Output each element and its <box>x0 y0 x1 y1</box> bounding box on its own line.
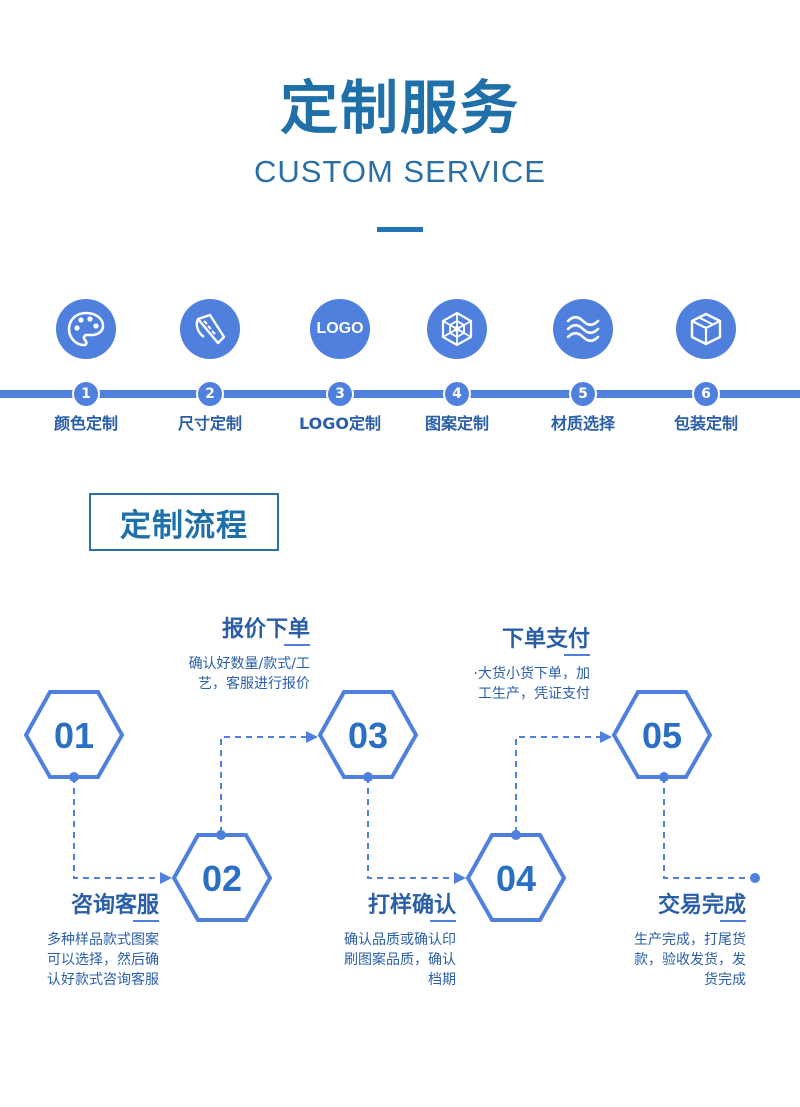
step-desc-03: 确认品质或确认印 刷图案品质，确认 档期 <box>344 932 456 988</box>
box-icon <box>676 299 736 359</box>
step-04-text: 下单支付 ·大货小货下单，加 工生产，凭证支付 <box>474 626 590 704</box>
flow-connectors <box>73 736 752 879</box>
pattern-icon <box>427 299 487 359</box>
step-02-text: 报价下单 确认好数量/款式/工 艺，客服进行报价 <box>189 616 310 694</box>
service-number-1: 1 <box>74 382 98 406</box>
arrow-to-05 <box>600 731 612 743</box>
step-number-03: 03 <box>348 715 388 756</box>
step-title-02: 报价下单 <box>221 617 310 642</box>
step-number-04: 04 <box>496 858 536 899</box>
arrow-to-04 <box>454 872 466 884</box>
service-label-4: 图案定制 <box>424 414 489 433</box>
logo-text-icon: LOGO <box>310 299 370 359</box>
hex-02-dot <box>216 830 226 840</box>
step-title-05: 交易完成 <box>657 893 746 918</box>
flow-end-dot <box>750 873 760 883</box>
hex-01-dot <box>69 772 79 782</box>
service-label-6: 包装定制 <box>673 414 738 433</box>
hex-04-dot <box>511 830 521 840</box>
step-title-01: 咨询客服 <box>70 893 159 918</box>
step-05-text: 交易完成 生产完成，打尾货 款，验收发货，发 货完成 <box>634 892 746 990</box>
step-number-05: 05 <box>642 715 682 756</box>
step-desc-02: 确认好数量/款式/工 艺，客服进行报价 <box>188 656 310 692</box>
step-title-underline-02 <box>284 644 310 646</box>
service-number-4: 4 <box>445 382 469 406</box>
palette-icon <box>56 299 116 359</box>
logo-icon-text: LOGO <box>316 320 364 337</box>
step-03-text: 打样确认 确认品质或确认印 刷图案品质，确认 档期 <box>344 892 456 990</box>
waves-icon <box>553 299 613 359</box>
step-title-underline-01 <box>133 920 159 922</box>
hex-02 <box>171 833 273 922</box>
page-subtitle: CUSTOM SERVICE <box>254 154 546 189</box>
step-desc-01: 多种样品款式图案 可以选择，然后确 认好款式咨询客服 <box>47 932 159 988</box>
connector-05-end <box>663 777 752 879</box>
hex-01 <box>23 690 125 779</box>
hex-03-dot <box>363 772 373 782</box>
connector-01-02 <box>73 777 160 879</box>
hex-05-dot <box>659 772 669 782</box>
services-timeline-line <box>0 390 800 398</box>
service-number-2: 2 <box>198 382 222 406</box>
step-01-text: 咨询客服 多种样品款式图案 可以选择，然后确 认好款式咨询客服 <box>47 892 159 990</box>
step-number-02: 02 <box>202 858 242 899</box>
connector-03-04 <box>367 777 454 879</box>
hex-03 <box>317 690 419 779</box>
step-title-04: 下单支付 <box>501 627 590 652</box>
step-title-underline-04 <box>564 654 590 656</box>
tape-measure-icon <box>180 299 240 359</box>
step-title-underline-03 <box>430 920 456 922</box>
connector-04-05 <box>515 736 600 833</box>
step-desc-05: 生产完成，打尾货 款，验收发货，发 货完成 <box>634 932 746 988</box>
service-number-3: 3 <box>328 382 352 406</box>
process-flow-diagram: 01 02 03 04 05 <box>23 690 760 922</box>
service-label-5: 材质选择 <box>550 414 615 433</box>
title-divider <box>377 227 423 232</box>
arrow-to-02 <box>160 872 172 884</box>
hex-05 <box>611 690 713 779</box>
service-label-3: LOGO定制 <box>299 414 381 433</box>
arrow-to-03 <box>306 731 318 743</box>
step-desc-04: ·大货小货下单，加 工生产，凭证支付 <box>473 666 590 702</box>
step-title-underline-05 <box>720 920 746 922</box>
connector-02-03 <box>220 736 306 833</box>
service-number-6: 6 <box>694 382 718 406</box>
step-number-01: 01 <box>54 715 94 756</box>
service-label-2: 尺寸定制 <box>177 414 242 433</box>
hex-04 <box>465 833 567 922</box>
page-title: 定制服务 <box>279 74 520 142</box>
step-title-03: 打样确认 <box>367 893 456 918</box>
service-number-5: 5 <box>571 382 595 406</box>
process-heading: 定制流程 <box>89 493 279 551</box>
service-label-1: 颜色定制 <box>53 414 118 433</box>
